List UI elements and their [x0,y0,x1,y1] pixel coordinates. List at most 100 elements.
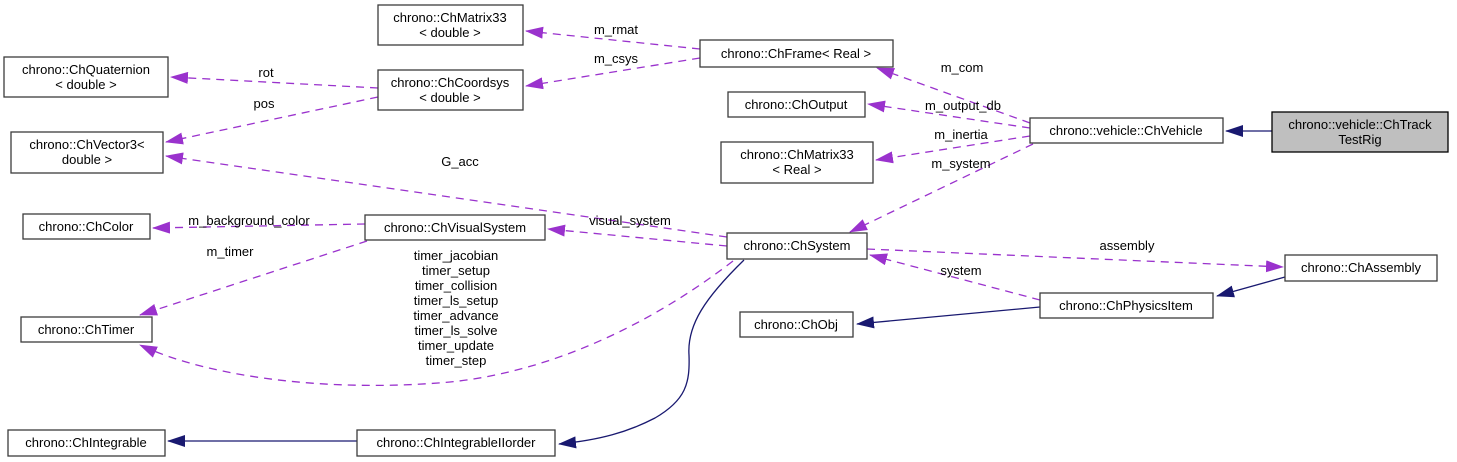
node-chrono-chframe[interactable]: chrono::ChFrame< Real > [699,39,894,68]
node-box [3,56,169,98]
node-chrono-chcolor[interactable]: chrono::ChColor [22,213,151,240]
edge-label-timer-ls-solve: timer_ls_solve [414,323,497,338]
node-label: chrono::ChMatrix33 [740,147,853,162]
node-chrono-chtimer[interactable]: chrono::ChTimer [20,316,153,343]
edge-m-background-color [152,221,366,234]
node-box [22,213,151,240]
node-chrono-chmatrix33-double[interactable]: chrono::ChMatrix33 < double > [377,4,524,46]
edge-labels: m_rmat m_csys rot pos G_acc m_com m_outp… [188,22,1155,368]
edge-label-m-timer: m_timer [207,244,255,259]
node-box [7,429,166,457]
node-box [726,232,868,260]
node-chrono-chvisualsystem[interactable]: chrono::ChVisualSystem [364,214,546,241]
edge-label-timer-jacobian: timer_jacobian [414,248,499,263]
node-box [1284,254,1438,282]
node-label: < double > [55,77,116,92]
edge-label-m-output-db: m_output_db [925,98,1001,113]
node-label: chrono::ChAssembly [1301,260,1421,275]
edge-label-timer-ls-setup: timer_ls_setup [414,293,499,308]
edge-label-visual-system: visual_system [589,213,671,228]
edge-inherit-physicsitem-obj [856,306,1041,329]
edge-label-m-inertia: m_inertia [934,127,988,142]
node-box [699,39,894,68]
node-label: < double > [419,25,480,40]
node-box [356,429,556,457]
edge-label-m-background-color: m_background_color [188,213,310,228]
edge-m-system [849,143,1034,233]
edge-label-pos: pos [254,96,275,111]
node-label: < Real > [772,162,821,177]
edge-timers [139,260,734,387]
node-chrono-chquaternion[interactable]: chrono::ChQuaternion < double > [3,56,169,98]
node-label: chrono::vehicle::ChVehicle [1049,123,1202,138]
node-label: chrono::ChVector3< [29,137,144,152]
node-chrono-choutput[interactable]: chrono::ChOutput [727,91,866,118]
node-chrono-chcoordsys[interactable]: chrono::ChCoordsys < double > [377,69,524,111]
edge-assembly [866,248,1284,273]
edge-label-timer-update: timer_update [418,338,494,353]
node-box [364,214,546,241]
node-label: chrono::ChSystem [744,238,851,253]
node-chrono-vehicle-chvehicle[interactable]: chrono::vehicle::ChVehicle [1029,117,1224,144]
edge-rot [170,71,379,89]
edge-system [869,253,1041,301]
edge-label-system: system [940,263,981,278]
edge-label-timer-collision: timer_collision [415,278,497,293]
node-box [727,91,866,118]
edge-m-com [876,67,1031,124]
node-label: chrono::ChMatrix33 [393,10,506,25]
node-chrono-chsystem[interactable]: chrono::ChSystem [726,232,868,260]
edge-label-g-acc: G_acc [441,154,479,169]
edge-m-rmat [525,26,701,50]
node-chrono-vehicle-chtracktestrig: chrono::vehicle::ChTrack TestRig [1271,111,1449,153]
node-chrono-chassembly[interactable]: chrono::ChAssembly [1284,254,1438,282]
node-chrono-chphysicsitem[interactable]: chrono::ChPhysicsItem [1039,292,1214,319]
node-label: < double > [419,90,480,105]
node-label: chrono::ChTimer [38,322,135,337]
node-box [1271,111,1449,153]
node-chrono-chintegrableiiorder[interactable]: chrono::ChIntegrableIIorder [356,429,556,457]
node-label: chrono::ChFrame< Real > [721,46,871,61]
edge-label-m-csys: m_csys [594,51,639,66]
node-box [1039,292,1214,319]
edge-m-timer [139,240,368,316]
usage-edges [139,26,1284,387]
edge-label-timer-advance: timer_advance [413,308,498,323]
edge-label-m-system: m_system [931,156,990,171]
node-label: chrono::ChObj [754,317,838,332]
edge-visual-system [547,224,728,247]
node-label: TestRig [1338,132,1381,147]
node-box [10,131,164,174]
inheritance-edges [167,125,1286,449]
edge-label-timer-step: timer_step [426,353,487,368]
node-chrono-chintegrable[interactable]: chrono::ChIntegrable [7,429,166,457]
node-box [739,311,854,338]
node-box [1029,117,1224,144]
node-label: chrono::vehicle::ChTrack [1288,117,1432,132]
node-chrono-chvector3[interactable]: chrono::ChVector3< double > [10,131,164,174]
edge-inherit-assembly-physicsitem [1216,276,1286,298]
node-box [20,316,153,343]
node-label: chrono::ChCoordsys [391,75,510,90]
node-chrono-chmatrix33-real[interactable]: chrono::ChMatrix33 < Real > [720,141,874,184]
edge-label-timer-setup: timer_setup [422,263,490,278]
node-label: chrono::ChVisualSystem [384,220,526,235]
node-label: double > [62,152,112,167]
node-label: chrono::ChColor [39,219,134,234]
edge-m-csys [525,57,701,90]
edge-m-inertia [875,135,1031,164]
edge-label-m-com: m_com [941,60,984,75]
node-box [720,141,874,184]
node-label: chrono::ChOutput [745,97,848,112]
node-box [377,4,524,46]
edge-g-acc [165,152,728,238]
edge-label-rot: rot [258,65,274,80]
node-label: chrono::ChPhysicsItem [1059,298,1193,313]
edge-label-m-rmat: m_rmat [594,22,638,37]
edge-label-assembly: assembly [1100,238,1155,253]
edge-inherit-system-integrable2 [558,259,745,449]
node-label: chrono::ChIntegrable [25,435,146,450]
node-chrono-chobj[interactable]: chrono::ChObj [739,311,854,338]
